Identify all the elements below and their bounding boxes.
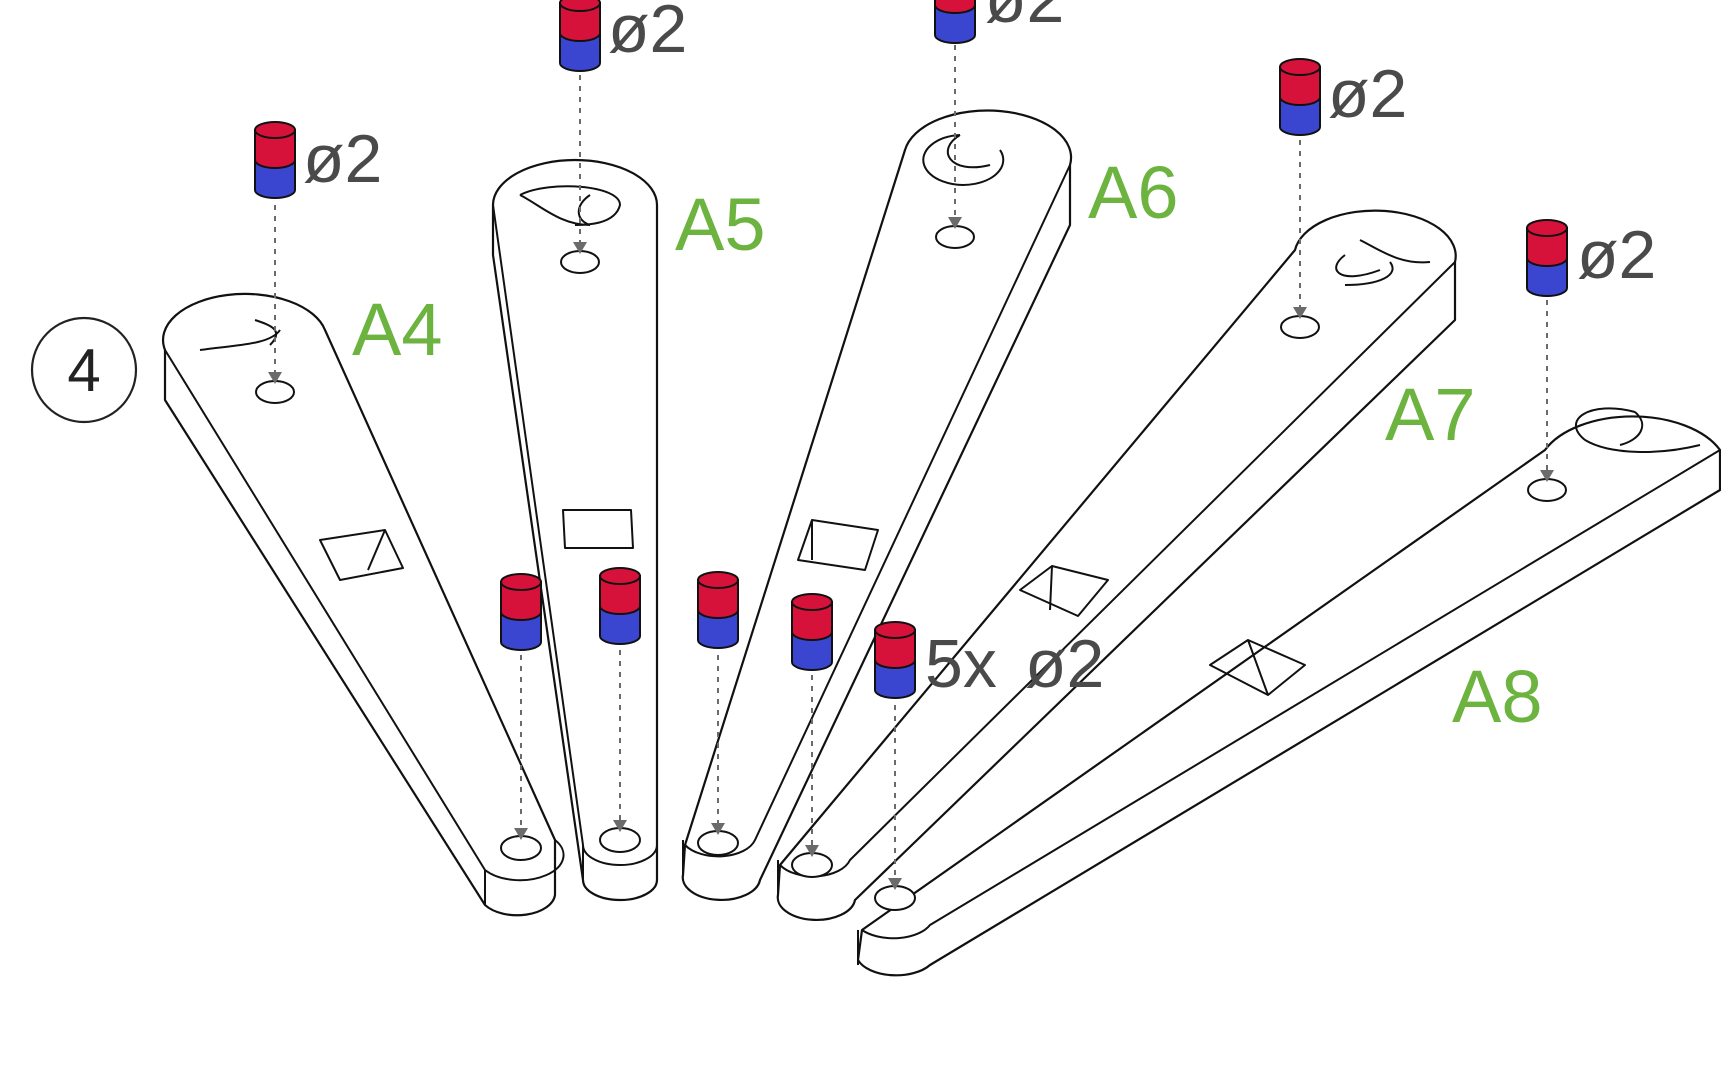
part-label-a4: A4 (352, 288, 443, 371)
magnet-bottom-a4 (500, 573, 542, 651)
magnet-bottom-a5 (599, 567, 641, 645)
part-a7 (776, 209, 1457, 922)
hole-top-a4 (255, 380, 295, 404)
magnet-top-a8 (1526, 219, 1568, 297)
magnet-size-a4: ø2 (303, 121, 382, 197)
magnet-size-a8: ø2 (1577, 217, 1656, 293)
part-a5 (491, 158, 659, 902)
magnet-size-a5: ø2 (608, 0, 687, 67)
hole-top-a5 (560, 250, 600, 274)
magnet-top-a4 (254, 121, 296, 199)
part-a4 (162, 292, 565, 917)
hole-top-a8 (1527, 478, 1567, 502)
magnet-size-a7: ø2 (1328, 56, 1407, 132)
magnet-bottom-a8 (874, 621, 916, 699)
hole-top-a6 (935, 225, 975, 249)
magnet-top-a6 (934, 0, 976, 44)
step-number: 4 (67, 337, 100, 404)
insertion-arrows (268, 45, 1554, 890)
magnet-top-a7 (1279, 58, 1321, 136)
part-a6 (681, 109, 1073, 902)
magnet-top-a5 (559, 0, 601, 72)
bottom-magnet-quantity: 5x (925, 626, 997, 702)
step-indicator: 4 (30, 316, 138, 424)
part-a8 (856, 407, 1721, 977)
hole-top-a7 (1280, 315, 1320, 339)
part-label-a7: A7 (1385, 373, 1476, 456)
magnet-size-a6: ø2 (985, 0, 1064, 37)
part-label-a6: A6 (1088, 151, 1179, 234)
magnet-bottom-a7 (791, 593, 833, 671)
part-label-a8: A8 (1452, 655, 1543, 738)
part-label-a5: A5 (675, 183, 766, 266)
bottom-magnet-size: ø2 (1025, 626, 1104, 702)
magnet-bottom-a6 (697, 571, 739, 649)
